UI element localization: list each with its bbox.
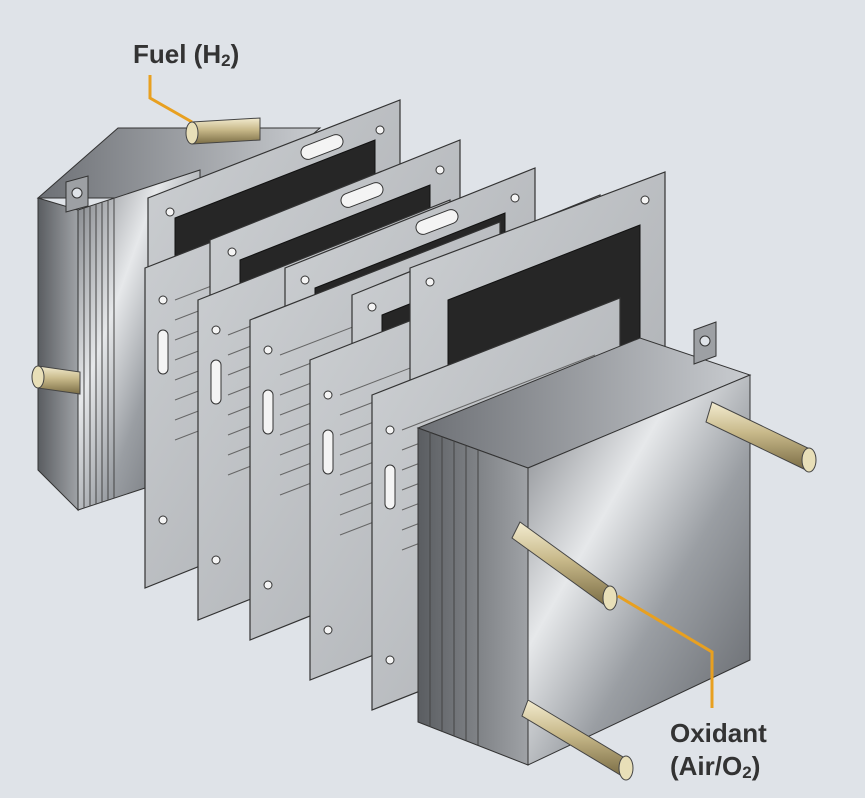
oxidant-label: Oxidant (Air/O2) — [670, 717, 767, 783]
right-upper-rod — [705, 401, 817, 473]
oxidant-inlet-rod — [511, 521, 618, 611]
oxidant-label-line2: (Air/O2) — [670, 750, 761, 782]
right-end-plate — [416, 321, 752, 766]
oxidant-label-line1: Oxidant — [670, 718, 767, 748]
left-lower-rod — [31, 365, 81, 395]
fuel-leader-line — [148, 75, 193, 124]
fuel-inlet-rod — [185, 117, 261, 145]
oxidant-leader-line — [617, 594, 714, 708]
fuel-label: Fuel (H2) — [133, 39, 240, 70]
right-lower-rod — [521, 699, 634, 781]
